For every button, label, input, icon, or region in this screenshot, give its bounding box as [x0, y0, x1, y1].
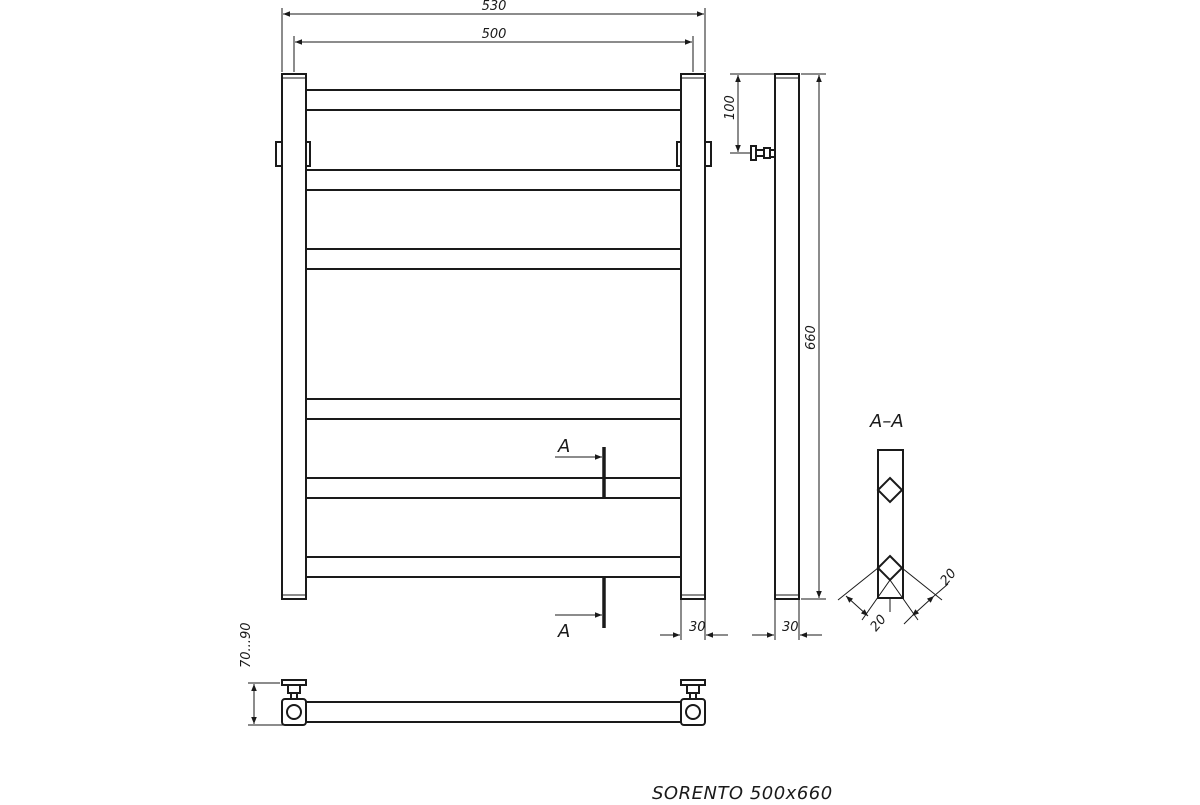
dimension-overall-height: 660 [801, 73, 826, 600]
side-view: 100 660 30 [723, 73, 826, 640]
front-view: A A 530 500 30 [275, 0, 728, 642]
dimension-wall-distance: 70...90 [239, 623, 286, 726]
svg-text:20: 20 [938, 566, 960, 588]
horizontal-rails [305, 89, 682, 578]
cut-label-top: A [557, 436, 570, 457]
svg-text:660: 660 [804, 325, 819, 350]
top-right-end [680, 698, 706, 726]
svg-text:70...90: 70...90 [239, 623, 254, 668]
side-wall-bracket [750, 145, 776, 161]
top-right-bracket [680, 679, 706, 700]
dimension-overall-width: 530 [281, 0, 706, 72]
section-cut-marker: A A [555, 436, 606, 642]
rail [305, 248, 682, 270]
rail [305, 398, 682, 420]
dimension-rail-width: 500 [293, 27, 694, 72]
right-riser [680, 73, 706, 600]
side-riser [774, 73, 800, 600]
rail [305, 89, 682, 111]
rail [305, 477, 682, 499]
dimension-side-riser-depth: 30 [752, 600, 822, 640]
section-diamond-bottom [876, 554, 904, 582]
svg-text:30: 30 [689, 620, 706, 635]
svg-text:30: 30 [782, 620, 799, 635]
drawing-title: SORENTO 500x660 [652, 783, 833, 800]
svg-text:500: 500 [482, 27, 507, 42]
left-riser [281, 73, 307, 600]
svg-text:530: 530 [482, 0, 507, 14]
section-title: A–A [869, 411, 904, 432]
dimension-bracket-offset: 100 [723, 73, 774, 154]
rail [305, 556, 682, 578]
left-bracket-tab [275, 141, 283, 167]
dimension-front-riser-depth: 30 [660, 600, 728, 640]
section-view: A–A 20 20 [837, 411, 960, 635]
svg-text:100: 100 [723, 95, 738, 120]
top-left-bracket [281, 679, 307, 700]
top-left-end [281, 698, 307, 726]
section-profile [877, 449, 904, 599]
top-view: 70...90 [239, 623, 706, 726]
svg-text:20: 20 [868, 612, 890, 634]
rail [305, 169, 682, 191]
top-rail [305, 701, 682, 723]
cut-label-bottom: A [557, 621, 570, 642]
section-diamond-top [876, 476, 904, 504]
right-bracket-tab [676, 141, 682, 167]
